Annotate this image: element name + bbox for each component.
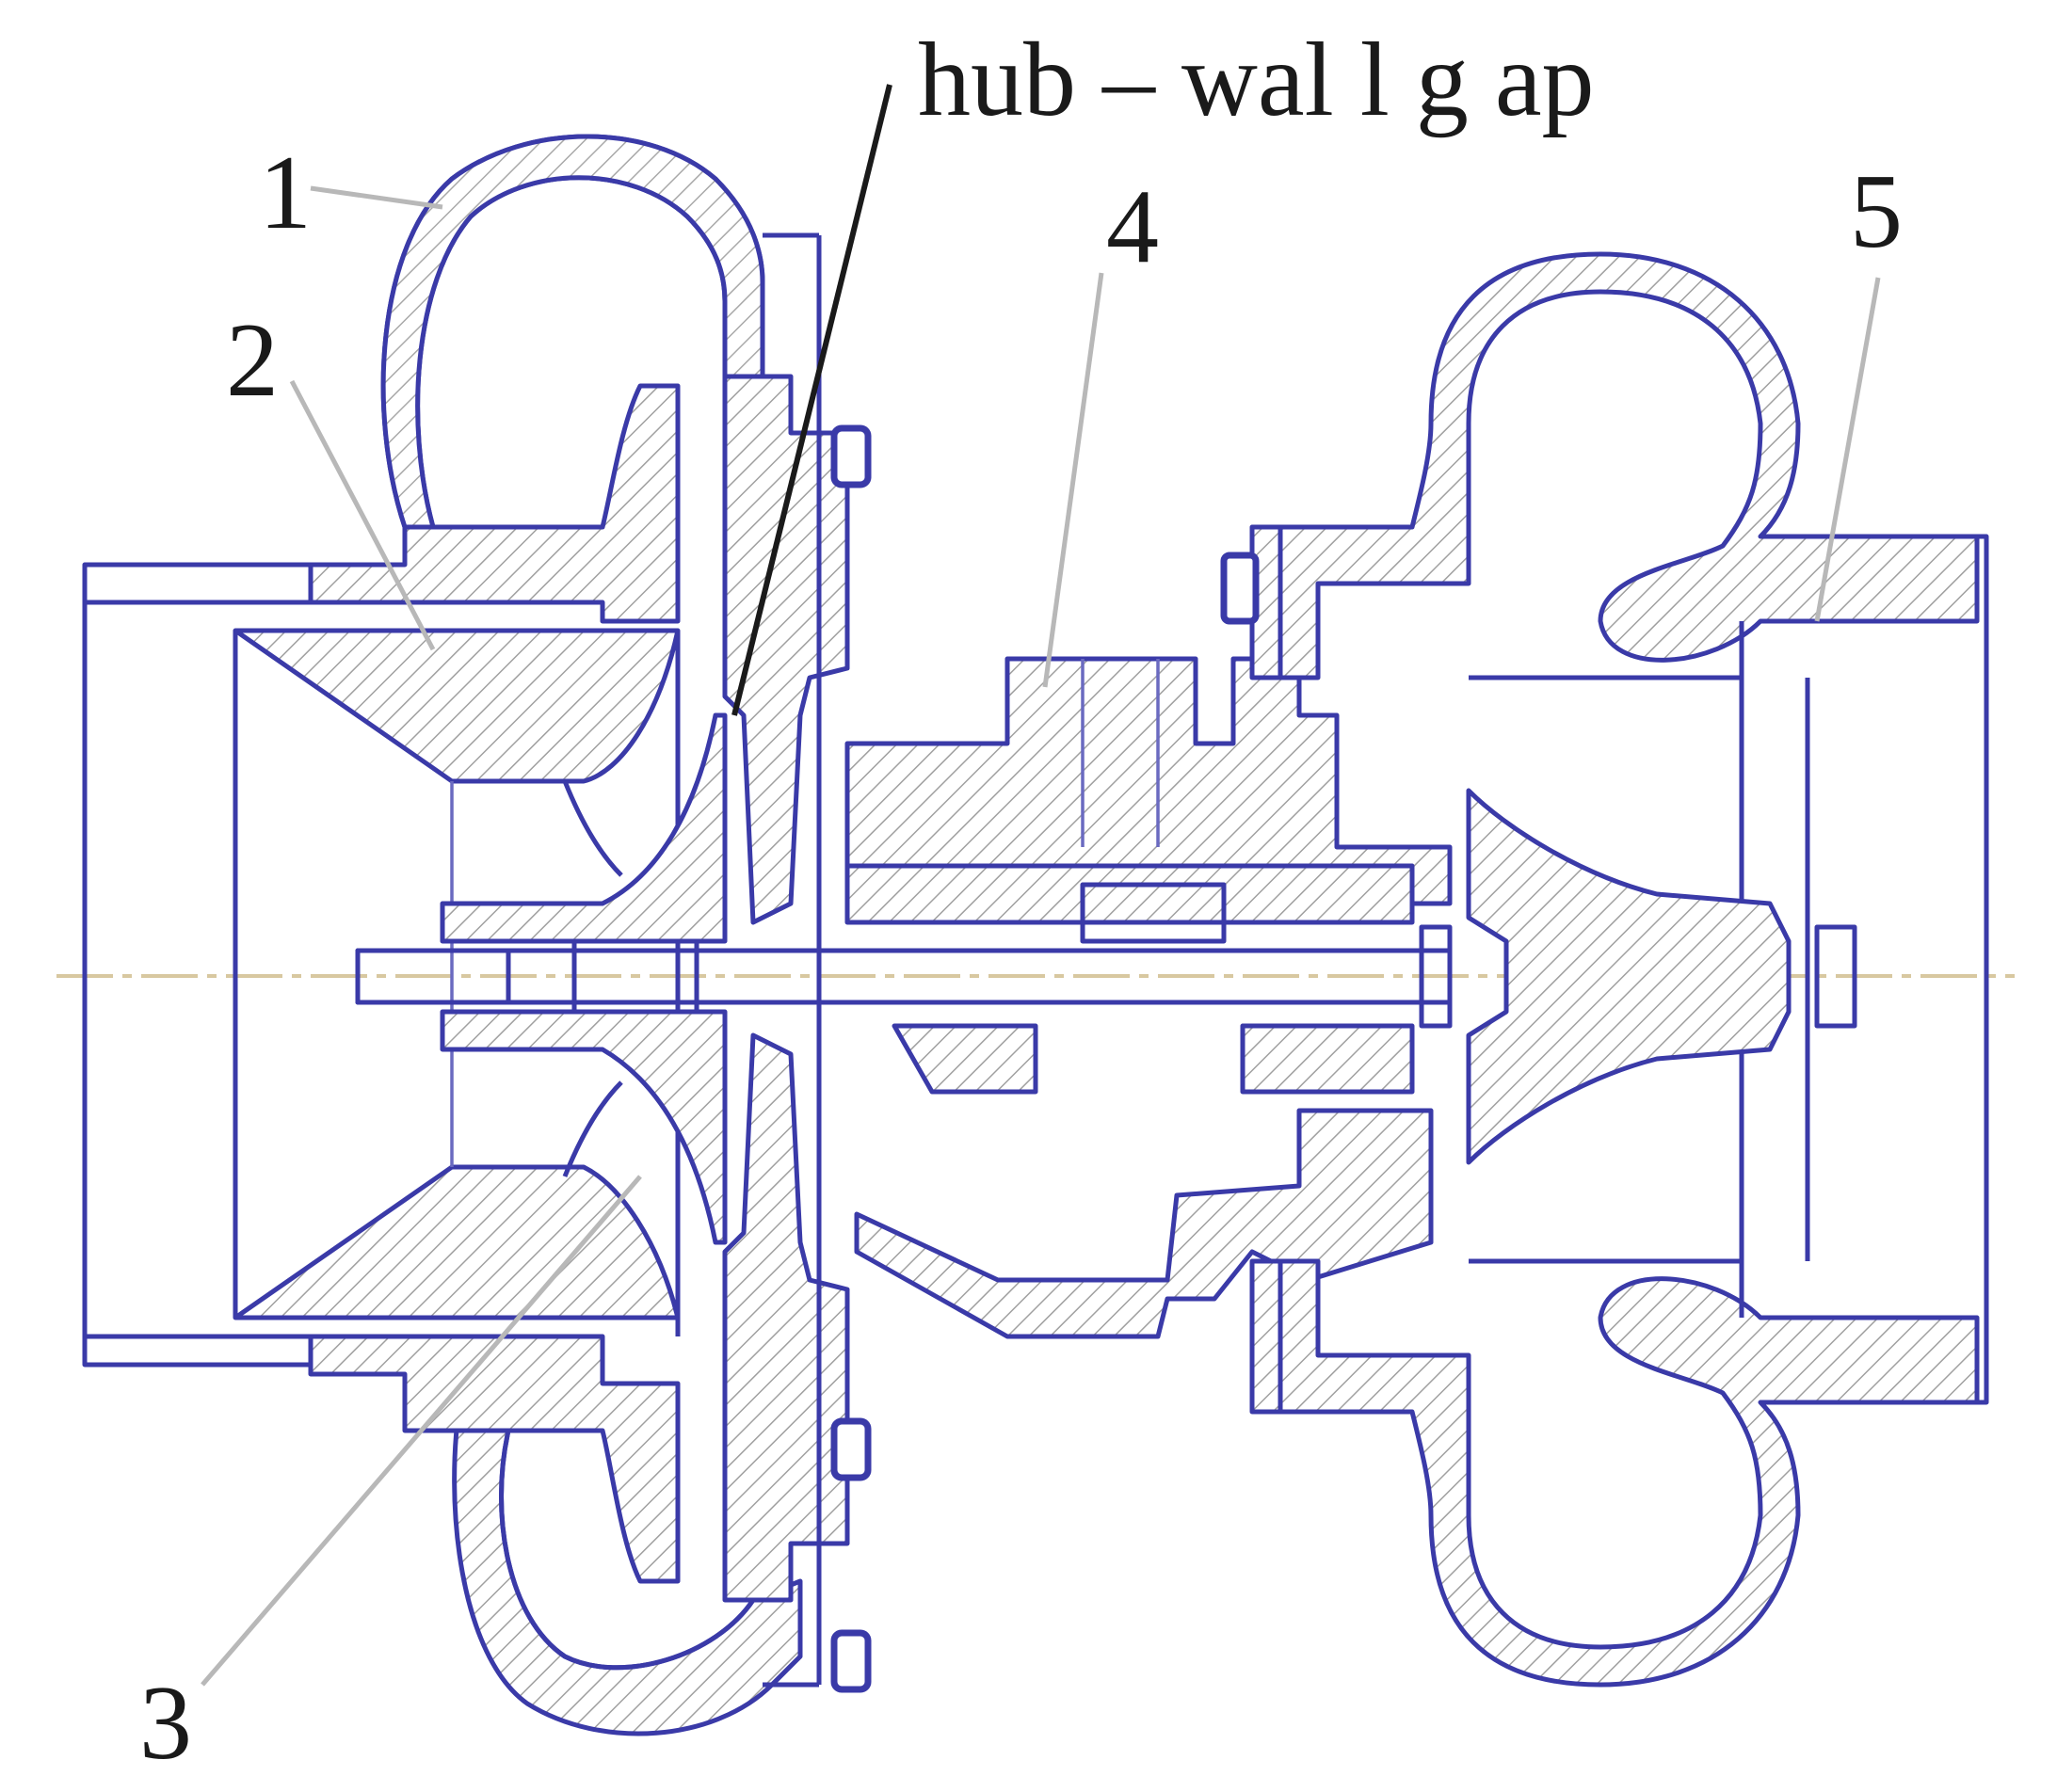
bolt-icon xyxy=(830,1417,872,1481)
compressor-housing xyxy=(82,383,681,1584)
turbine-housing xyxy=(1278,251,1989,1688)
compressor-wheel xyxy=(440,712,728,1245)
bearing-housing xyxy=(844,656,1453,1339)
part-label-2: 2 xyxy=(226,302,279,419)
part-label-5: 5 xyxy=(1850,153,1903,270)
leader-line-hub-wall-gap xyxy=(731,84,892,716)
bolt-icon xyxy=(830,1629,872,1693)
leader-line-2 xyxy=(289,379,436,651)
shaft xyxy=(355,924,1453,1029)
backplate xyxy=(722,232,850,1688)
bolt-icon xyxy=(1220,552,1260,625)
leader-line-3 xyxy=(201,1175,642,1687)
flange-bolts xyxy=(830,424,872,1693)
bolt-icon xyxy=(830,424,872,488)
turbine-flange xyxy=(1220,524,1283,1415)
leader-line-4 xyxy=(1042,272,1104,688)
turbine-wheel xyxy=(1466,788,1857,1165)
hub-wall-gap-label: hub – wal l g ap xyxy=(918,22,1595,138)
part-label-3: 3 xyxy=(139,1665,192,1782)
part-label-1: 1 xyxy=(259,135,312,251)
part-label-4: 4 xyxy=(1106,168,1159,285)
leader-line-5 xyxy=(1814,277,1881,622)
leader-line-1 xyxy=(310,185,443,210)
